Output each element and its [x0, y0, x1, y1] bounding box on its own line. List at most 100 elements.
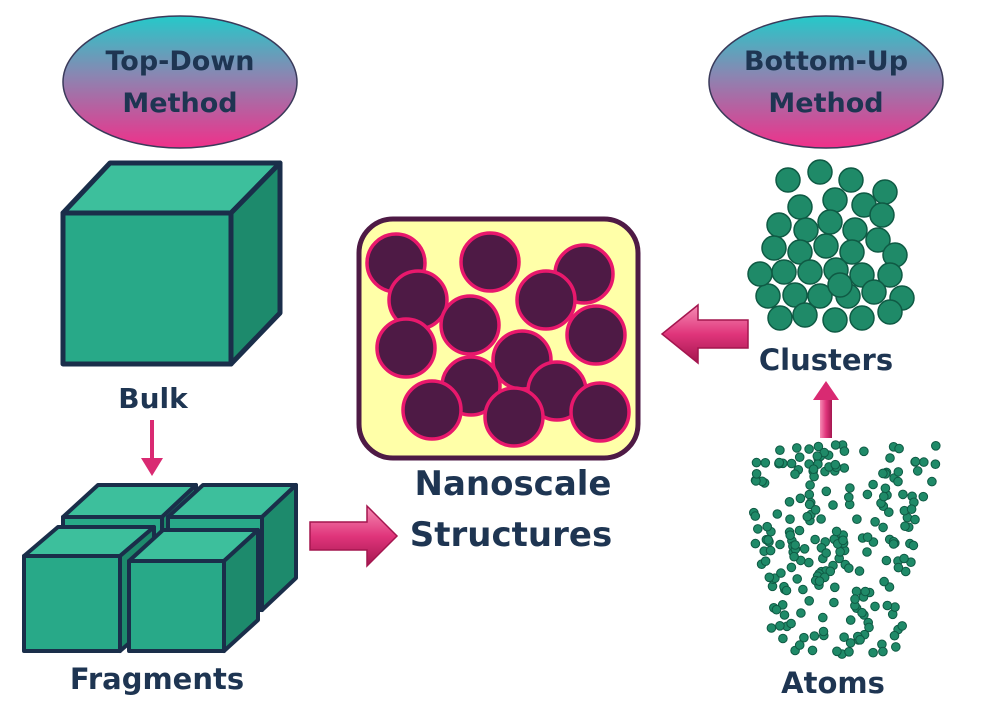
- atom-dot: [898, 489, 908, 500]
- atom-dot: [784, 497, 795, 507]
- atom-dot: [804, 557, 814, 568]
- cluster-sphere: [771, 259, 797, 285]
- clusters-label: Clusters: [759, 343, 893, 377]
- atom-dot: [912, 466, 923, 476]
- atom-dot: [908, 540, 919, 551]
- cluster-sphere: [849, 305, 875, 331]
- atom-dot: [799, 632, 809, 643]
- atom-dot: [931, 441, 941, 451]
- atom-dot: [779, 610, 790, 620]
- cluster-sphere: [747, 261, 773, 287]
- atoms-to-clusters-arrow: [813, 381, 839, 438]
- atom-dot: [804, 444, 814, 454]
- atom-dot: [835, 547, 845, 557]
- fragments-cubes: [22, 483, 298, 653]
- atom-dot: [890, 602, 900, 612]
- bottom-up-title-line1: Bottom-Up: [744, 46, 908, 77]
- atom-dot: [763, 535, 774, 545]
- atom-dot: [766, 623, 777, 633]
- atom-dot: [832, 646, 842, 657]
- atom-dot: [760, 556, 771, 567]
- cluster-sphere: [822, 307, 848, 333]
- atom-dot: [839, 632, 849, 643]
- atom-dot: [894, 443, 904, 454]
- atom-dot: [772, 509, 783, 519]
- atom-dot: [860, 586, 871, 597]
- atom-dot: [805, 480, 815, 490]
- nanoscale-label-line2: Structures: [410, 515, 612, 555]
- cluster-sphere: [761, 235, 787, 261]
- atom-dot: [879, 491, 889, 502]
- atom-dot: [839, 463, 850, 473]
- atom-dot: [771, 604, 782, 615]
- atom-dot: [888, 539, 899, 549]
- bulk-label: Bulk: [118, 382, 189, 415]
- cluster-sphere: [877, 262, 903, 288]
- atom-dot: [765, 545, 776, 556]
- atom-dot: [789, 551, 799, 562]
- atoms-dots: [749, 440, 941, 659]
- atom-dot: [930, 459, 941, 470]
- atom-dot: [814, 576, 825, 587]
- atom-dot: [868, 479, 878, 490]
- clusters-spheres: [747, 159, 915, 333]
- atom-dot: [809, 631, 820, 641]
- cluster-sphere: [877, 299, 903, 325]
- atom-dot: [804, 499, 815, 510]
- atom-dot: [796, 608, 806, 618]
- atom-dot: [868, 647, 878, 658]
- atom-dot: [795, 493, 806, 504]
- cluster-sphere: [842, 217, 868, 243]
- atom-dot: [844, 647, 854, 657]
- atom-dot: [762, 521, 773, 532]
- atom-dot: [798, 584, 808, 595]
- atom-dot: [751, 469, 762, 479]
- atom-dot: [750, 538, 761, 549]
- atom-dot: [879, 576, 889, 587]
- atom-dot: [893, 476, 903, 487]
- atom-dot: [790, 540, 801, 550]
- atom-dot: [808, 464, 819, 475]
- atom-dot: [818, 626, 829, 637]
- cluster-sphere: [861, 279, 887, 305]
- clusters-to-nanoscale-arrow: [660, 303, 749, 365]
- fragments-to-nanoscale-arrow: [309, 504, 399, 568]
- atom-dot: [792, 443, 802, 453]
- cluster-sphere: [792, 302, 818, 328]
- cluster-sphere: [755, 283, 781, 309]
- cluster-sphere: [822, 187, 848, 213]
- nanoparticle: [439, 294, 501, 356]
- nanoparticle: [459, 231, 521, 293]
- atom-dot: [891, 642, 901, 652]
- atom-dot: [781, 585, 792, 596]
- cluster-sphere: [872, 179, 898, 205]
- atom-dot: [775, 539, 785, 550]
- cluster-sphere: [775, 167, 801, 193]
- atom-dot: [794, 640, 805, 650]
- atom-dot: [786, 458, 797, 469]
- cluster-sphere: [793, 217, 819, 243]
- cluster-sphere: [797, 259, 823, 285]
- atom-dot: [792, 574, 803, 584]
- nanoparticle: [401, 379, 463, 441]
- atom-dot: [813, 441, 824, 452]
- atom-dot: [919, 457, 929, 467]
- atoms-label: Atoms: [781, 666, 885, 700]
- cluster-sphere: [813, 233, 839, 259]
- cluster-sphere: [787, 194, 813, 220]
- atom-dot: [893, 562, 904, 573]
- atom-dot: [816, 514, 826, 524]
- cluster-sphere: [787, 239, 813, 265]
- atom-dot: [776, 568, 786, 578]
- atom-dot: [897, 621, 908, 631]
- atom-dot: [862, 532, 873, 543]
- top-down-title-line1: Top-Down: [105, 46, 254, 77]
- atom-dot: [818, 612, 828, 623]
- atom-dot: [884, 507, 894, 518]
- atom-dot: [821, 486, 832, 497]
- atom-dot: [882, 600, 893, 611]
- atom-dot: [857, 607, 867, 618]
- cluster-sphere: [807, 159, 833, 185]
- atom-dot: [855, 635, 865, 645]
